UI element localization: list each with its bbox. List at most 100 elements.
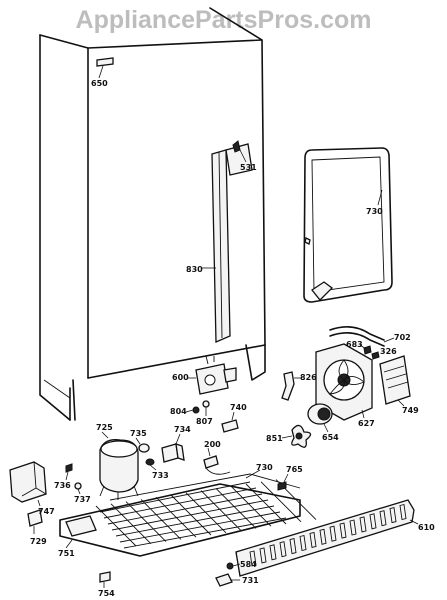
label-531: 531: [240, 163, 257, 172]
part-326-clip: [371, 351, 380, 360]
label-736: 736: [54, 481, 71, 490]
grille-slot: [329, 525, 337, 542]
part-737-fastener: [74, 482, 82, 495]
grille-slot: [389, 507, 397, 524]
part-702-tube: [329, 326, 395, 347]
grille-slot: [259, 547, 267, 564]
label-737: 737: [74, 495, 91, 504]
label-730-condenser: 730: [256, 463, 273, 472]
grille-slot: [379, 510, 387, 527]
label-683: 683: [346, 340, 363, 349]
label-730-frame: 730: [366, 207, 383, 216]
label-734: 734: [174, 425, 191, 434]
condenser-coil-line: [95, 505, 137, 547]
label-627: 627: [358, 419, 375, 428]
part-807-fitting: [202, 400, 210, 416]
grille-slot: [359, 516, 367, 533]
label-600: 600: [172, 373, 189, 382]
label-826: 826: [300, 373, 317, 382]
leader-751: [65, 539, 73, 549]
refrigerator-cabinet: [39, 7, 266, 421]
grille-slot: [349, 519, 357, 536]
condenser-fin-line: [99, 481, 251, 513]
part-683-bracket: [359, 344, 372, 355]
grille-slot: [399, 503, 407, 521]
label-804: 804: [170, 407, 187, 416]
part-650-hinge: [96, 57, 114, 79]
part-736-fastener: [65, 463, 73, 481]
label-654: 654: [322, 433, 339, 442]
part-730-frame: [303, 147, 393, 303]
part-804-fitting: [185, 406, 200, 414]
part-729-block: [27, 509, 43, 534]
grille-slot: [339, 522, 347, 539]
part-610-grille: [235, 499, 419, 577]
condenser-coil-line: [245, 483, 287, 525]
label-747: 747: [38, 507, 55, 516]
part-733-washer: [145, 458, 157, 471]
callout-labels: 650 531 730 830 702 683 326 600 826 749 …: [30, 79, 435, 598]
label-731: 731: [242, 576, 259, 585]
label-851: 851: [266, 434, 283, 443]
condenser-fin-line: [111, 499, 269, 531]
part-826-bracket: [281, 371, 302, 401]
label-754: 754: [98, 589, 115, 598]
part-731-clip: [215, 573, 240, 587]
label-650: 650: [91, 79, 108, 88]
label-725: 725: [96, 423, 113, 432]
part-765-screw: [277, 473, 289, 491]
part-600-valve: [188, 355, 237, 395]
label-740: 740: [230, 403, 247, 412]
label-200: 200: [204, 440, 221, 449]
label-735: 735: [130, 429, 147, 438]
condenser-coil-line: [260, 481, 302, 523]
label-751: 751: [58, 549, 75, 558]
condenser-coil-line: [155, 496, 197, 538]
grille-slot: [319, 528, 327, 545]
condenser-fin-line: [107, 493, 263, 525]
part-654-fan-motor: [307, 403, 333, 433]
grille-slot: [279, 541, 287, 558]
condenser-coil-line: [215, 488, 257, 529]
condenser-fin-line: [115, 505, 275, 537]
condenser-fin-line: [103, 487, 257, 519]
condenser-coil-line: [200, 490, 242, 531]
part-749-cover: [379, 355, 411, 407]
grille-slot: [309, 531, 317, 548]
label-584: 584: [240, 560, 257, 569]
condenser-fin-line: [123, 517, 287, 549]
label-807: 807: [196, 417, 213, 426]
label-326: 326: [380, 347, 397, 356]
grille-slot: [249, 550, 257, 567]
label-749: 749: [402, 406, 419, 415]
part-735-grommet: [135, 437, 150, 453]
part-531-screw: [232, 140, 247, 163]
part-740-clip: [221, 411, 239, 433]
part-734-relay: [161, 433, 185, 463]
part-725-compressor: [99, 431, 139, 500]
label-729: 729: [30, 537, 47, 546]
label-830: 830: [186, 265, 203, 274]
label-765: 765: [286, 465, 303, 474]
part-851-fan-blade: [281, 424, 312, 448]
condenser-coil-line: [185, 492, 227, 534]
part-200-harness: [203, 447, 231, 475]
condenser-coil-line: [230, 485, 272, 527]
part-627-fan-shroud: [315, 343, 373, 421]
label-702: 702: [394, 333, 411, 342]
condenser-fin-line: [119, 511, 281, 543]
part-747-bracket: [9, 461, 47, 507]
grille-slot: [269, 544, 277, 561]
grille-slot: [369, 513, 377, 530]
part-584-screw: [226, 562, 241, 570]
label-733: 733: [152, 471, 169, 480]
label-610: 610: [418, 523, 435, 532]
part-754-foot: [99, 571, 111, 588]
part-830-channel: [202, 143, 253, 343]
condenser-coil-line: [140, 499, 182, 540]
grille-slot: [289, 538, 297, 555]
grille-slot: [299, 534, 307, 552]
condenser-coil-line: [125, 501, 167, 542]
